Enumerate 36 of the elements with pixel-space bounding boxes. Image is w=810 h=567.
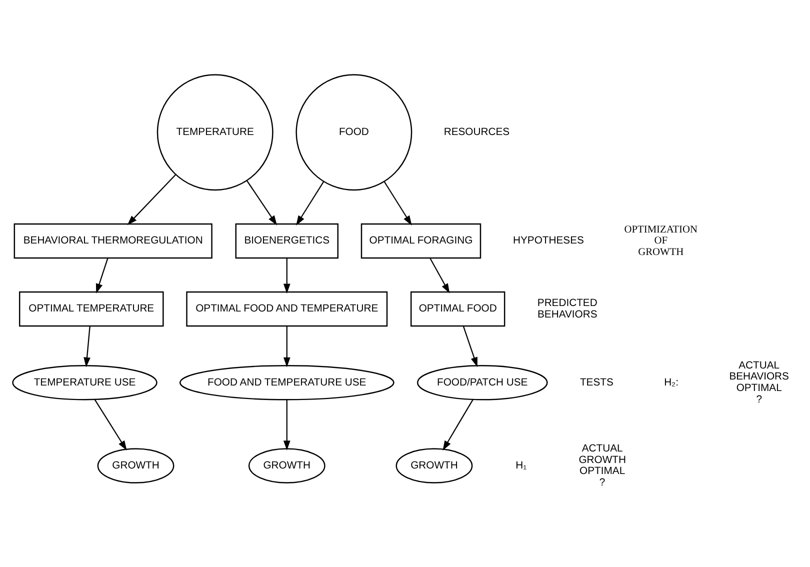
node-box: OPTIMAL TEMPERATURE (19, 291, 164, 327)
label: TESTS (580, 377, 614, 388)
node-box: OPTIMAL FOOD (410, 291, 506, 327)
node-ellipse: TEMPERATURE USE (12, 365, 158, 400)
arrow (283, 400, 290, 450)
arrow (296, 181, 324, 226)
node-ellipse: GROWTH (248, 448, 326, 484)
node-circle: TEMPERATURE (156, 74, 274, 191)
label: ACTUAL BEHAVIORS OPTIMAL ? (729, 360, 789, 406)
arrow (283, 258, 290, 294)
arrow (384, 181, 412, 226)
node-box: OPTIMAL FOOD AND TEMPERATURE (186, 291, 388, 327)
node-ellipse: FOOD/PATCH USE (416, 365, 548, 400)
arrow (96, 258, 108, 294)
arrow (442, 399, 474, 451)
label: ACTUAL GROWTH OPTIMAL ? (578, 443, 626, 488)
node-box: BEHAVIORAL THERMOREGULATION (14, 223, 212, 259)
label: RESOURCES (444, 127, 510, 138)
label: H₁ (516, 460, 527, 472)
node-box: OPTIMAL FORAGING (360, 223, 482, 259)
arrow (84, 326, 90, 368)
arrow (94, 399, 127, 451)
arrow (462, 326, 478, 368)
label: HYPOTHESES (513, 236, 584, 247)
label: H₂: (664, 377, 678, 388)
arrow (430, 258, 450, 294)
node-ellipse: FOOD AND TEMPERATURE USE (179, 365, 394, 400)
arrow (127, 174, 176, 226)
node-circle: FOOD (296, 74, 412, 191)
arrow (246, 180, 277, 226)
arrow (283, 326, 290, 368)
node-ellipse: GROWTH (97, 448, 174, 484)
node-box: BIOENERGETICS (235, 223, 338, 259)
label: PREDICTED BEHAVIORS (537, 298, 598, 320)
label: OPTIMIZATION OF GROWTH (624, 224, 698, 258)
node-ellipse: GROWTH (396, 448, 473, 484)
